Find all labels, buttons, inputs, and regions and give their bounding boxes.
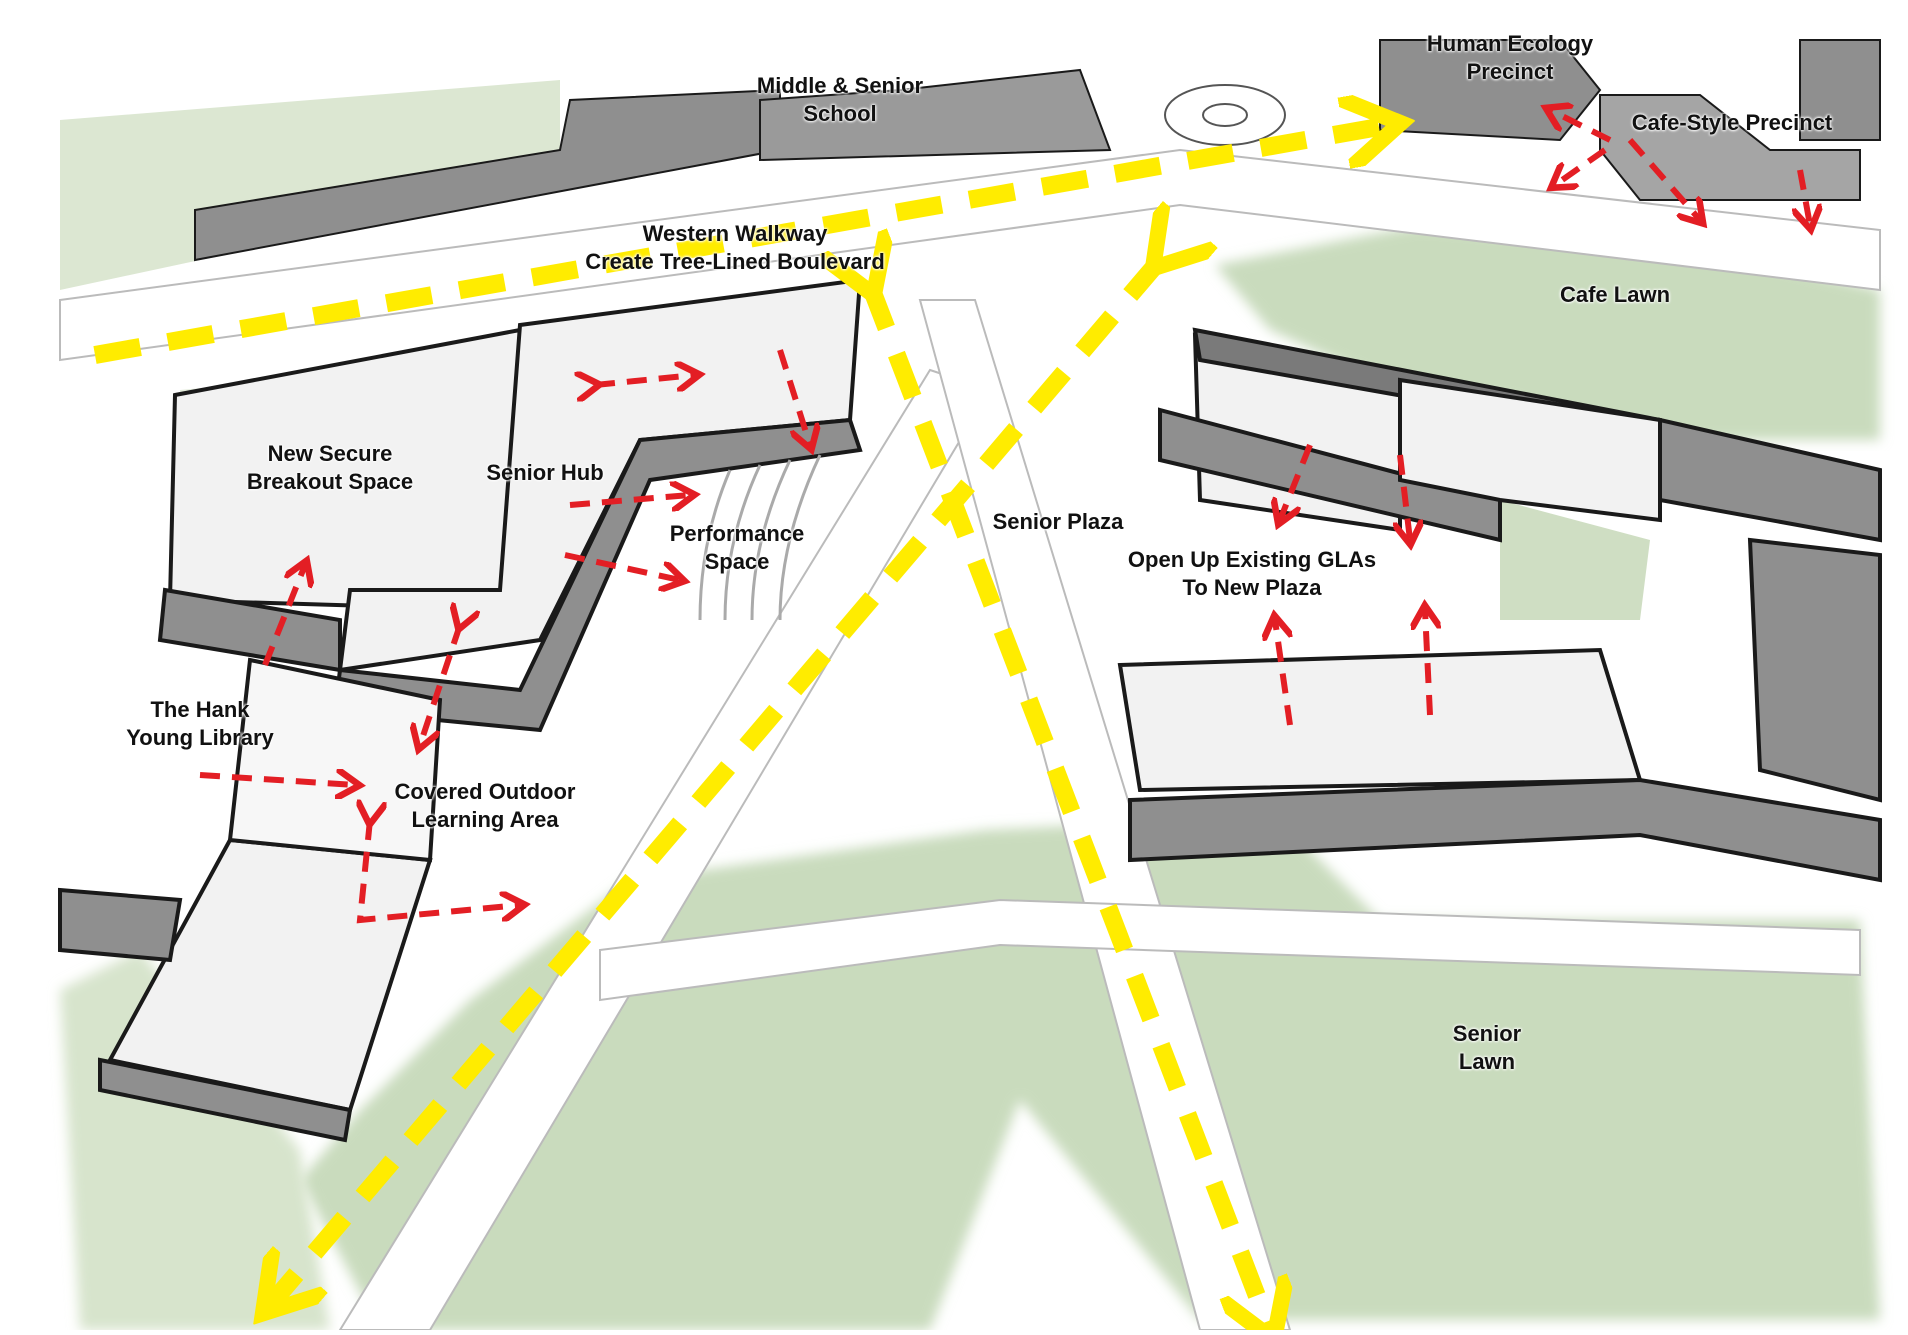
label-line: Senior xyxy=(1452,1021,1522,1046)
yellow-arrow-diagonal-right xyxy=(870,285,1270,1330)
red-arrow-gla-2 xyxy=(1400,454,1410,540)
label-human-ecology-precinct: Human Ecology Precinct xyxy=(1427,30,1593,86)
red-arrow-breakout xyxy=(262,565,305,667)
label-line: Senior Plaza xyxy=(992,509,1124,534)
red-arrow-gla-3 xyxy=(1275,620,1293,726)
western-walkway-path xyxy=(59,148,1881,362)
plaza-lawn-patch xyxy=(1500,500,1650,620)
yellow-arrows xyxy=(93,125,1390,1330)
red-arrows xyxy=(199,110,1810,924)
label-senior-plaza: Senior Plaza xyxy=(993,508,1124,536)
label-line: To New Plaza xyxy=(1182,575,1322,600)
red-arrow-covered xyxy=(360,820,520,924)
label-line: New Secure xyxy=(267,441,393,466)
cafe-lawn xyxy=(1215,225,1880,440)
red-arrow-cafe-4 xyxy=(1800,169,1810,225)
red-arrow-cafe-1 xyxy=(1550,110,1612,143)
bldg-top-mid xyxy=(759,68,1112,162)
red-arrow-hub-east xyxy=(595,375,695,385)
label-new-secure-breakout-space: New Secure Breakout Space xyxy=(247,440,413,496)
red-arrow-gla-1 xyxy=(1280,443,1313,520)
label-line: Open Up Existing GLAs xyxy=(1127,547,1377,572)
label-line: Senior Hub xyxy=(486,460,604,485)
label-line: Young Library xyxy=(126,725,274,750)
left-wall-slab xyxy=(58,887,183,963)
label-line: Lawn xyxy=(1458,1049,1516,1074)
label-open-up-existing-glas: Open Up Existing GLAs To New Plaza xyxy=(1128,546,1376,602)
label-line: Western Walkway xyxy=(642,221,828,246)
label-hank-young-library: The Hank Young Library xyxy=(126,696,274,752)
red-arrow-gla-4 xyxy=(1425,610,1430,716)
label-senior-hub: Senior Hub xyxy=(486,459,603,487)
label-performance-space: Performance Space xyxy=(670,520,805,576)
label-line: Middle & Senior xyxy=(756,73,924,98)
label-cafe-lawn: Cafe Lawn xyxy=(1560,281,1670,309)
label-cafe-style-precinct: Cafe-Style Precinct xyxy=(1632,109,1833,137)
top-left-lawn xyxy=(60,80,560,290)
bldg-far-right xyxy=(1799,39,1881,141)
label-line: School xyxy=(803,101,877,126)
label-western-walkway: Western Walkway Create Tree-Lined Boulev… xyxy=(585,220,885,276)
cafe-building xyxy=(1599,94,1861,201)
gla-right-wing xyxy=(1658,417,1882,543)
red-arrow-performance-1 xyxy=(569,495,690,505)
red-arrow-hub-south xyxy=(420,625,460,745)
red-arrow-library-1 xyxy=(199,775,355,785)
label-line: Human Ecology xyxy=(1426,31,1594,56)
label-line: Cafe-Style Precinct xyxy=(1631,110,1833,135)
label-line: Precinct xyxy=(1466,59,1554,84)
red-arrow-cafe-3 xyxy=(1627,138,1700,220)
label-line: Learning Area xyxy=(411,807,559,832)
label-line: Covered Outdoor xyxy=(394,779,576,804)
label-line: Cafe Lawn xyxy=(1559,282,1671,307)
label-senior-lawn: Senior Lawn xyxy=(1453,1020,1521,1076)
library-floor xyxy=(106,837,433,1113)
gla-lower-floor xyxy=(1117,647,1643,793)
label-line: Breakout Space xyxy=(246,469,414,494)
far-right-building xyxy=(1747,537,1882,803)
label-line: Space xyxy=(704,549,770,574)
label-line: The Hank xyxy=(150,697,250,722)
label-middle-senior-school: Middle & Senior School xyxy=(757,72,923,128)
label-line: Performance xyxy=(669,521,805,546)
roundabout-center xyxy=(1202,103,1248,127)
red-arrow-hub-down xyxy=(777,349,810,445)
label-line: Create Tree-Lined Boulevard xyxy=(585,249,885,274)
red-arrow-performance-2 xyxy=(564,552,680,580)
label-covered-outdoor-learning-area: Covered Outdoor Learning Area xyxy=(395,778,576,834)
red-arrow-cafe-2 xyxy=(1555,147,1607,185)
